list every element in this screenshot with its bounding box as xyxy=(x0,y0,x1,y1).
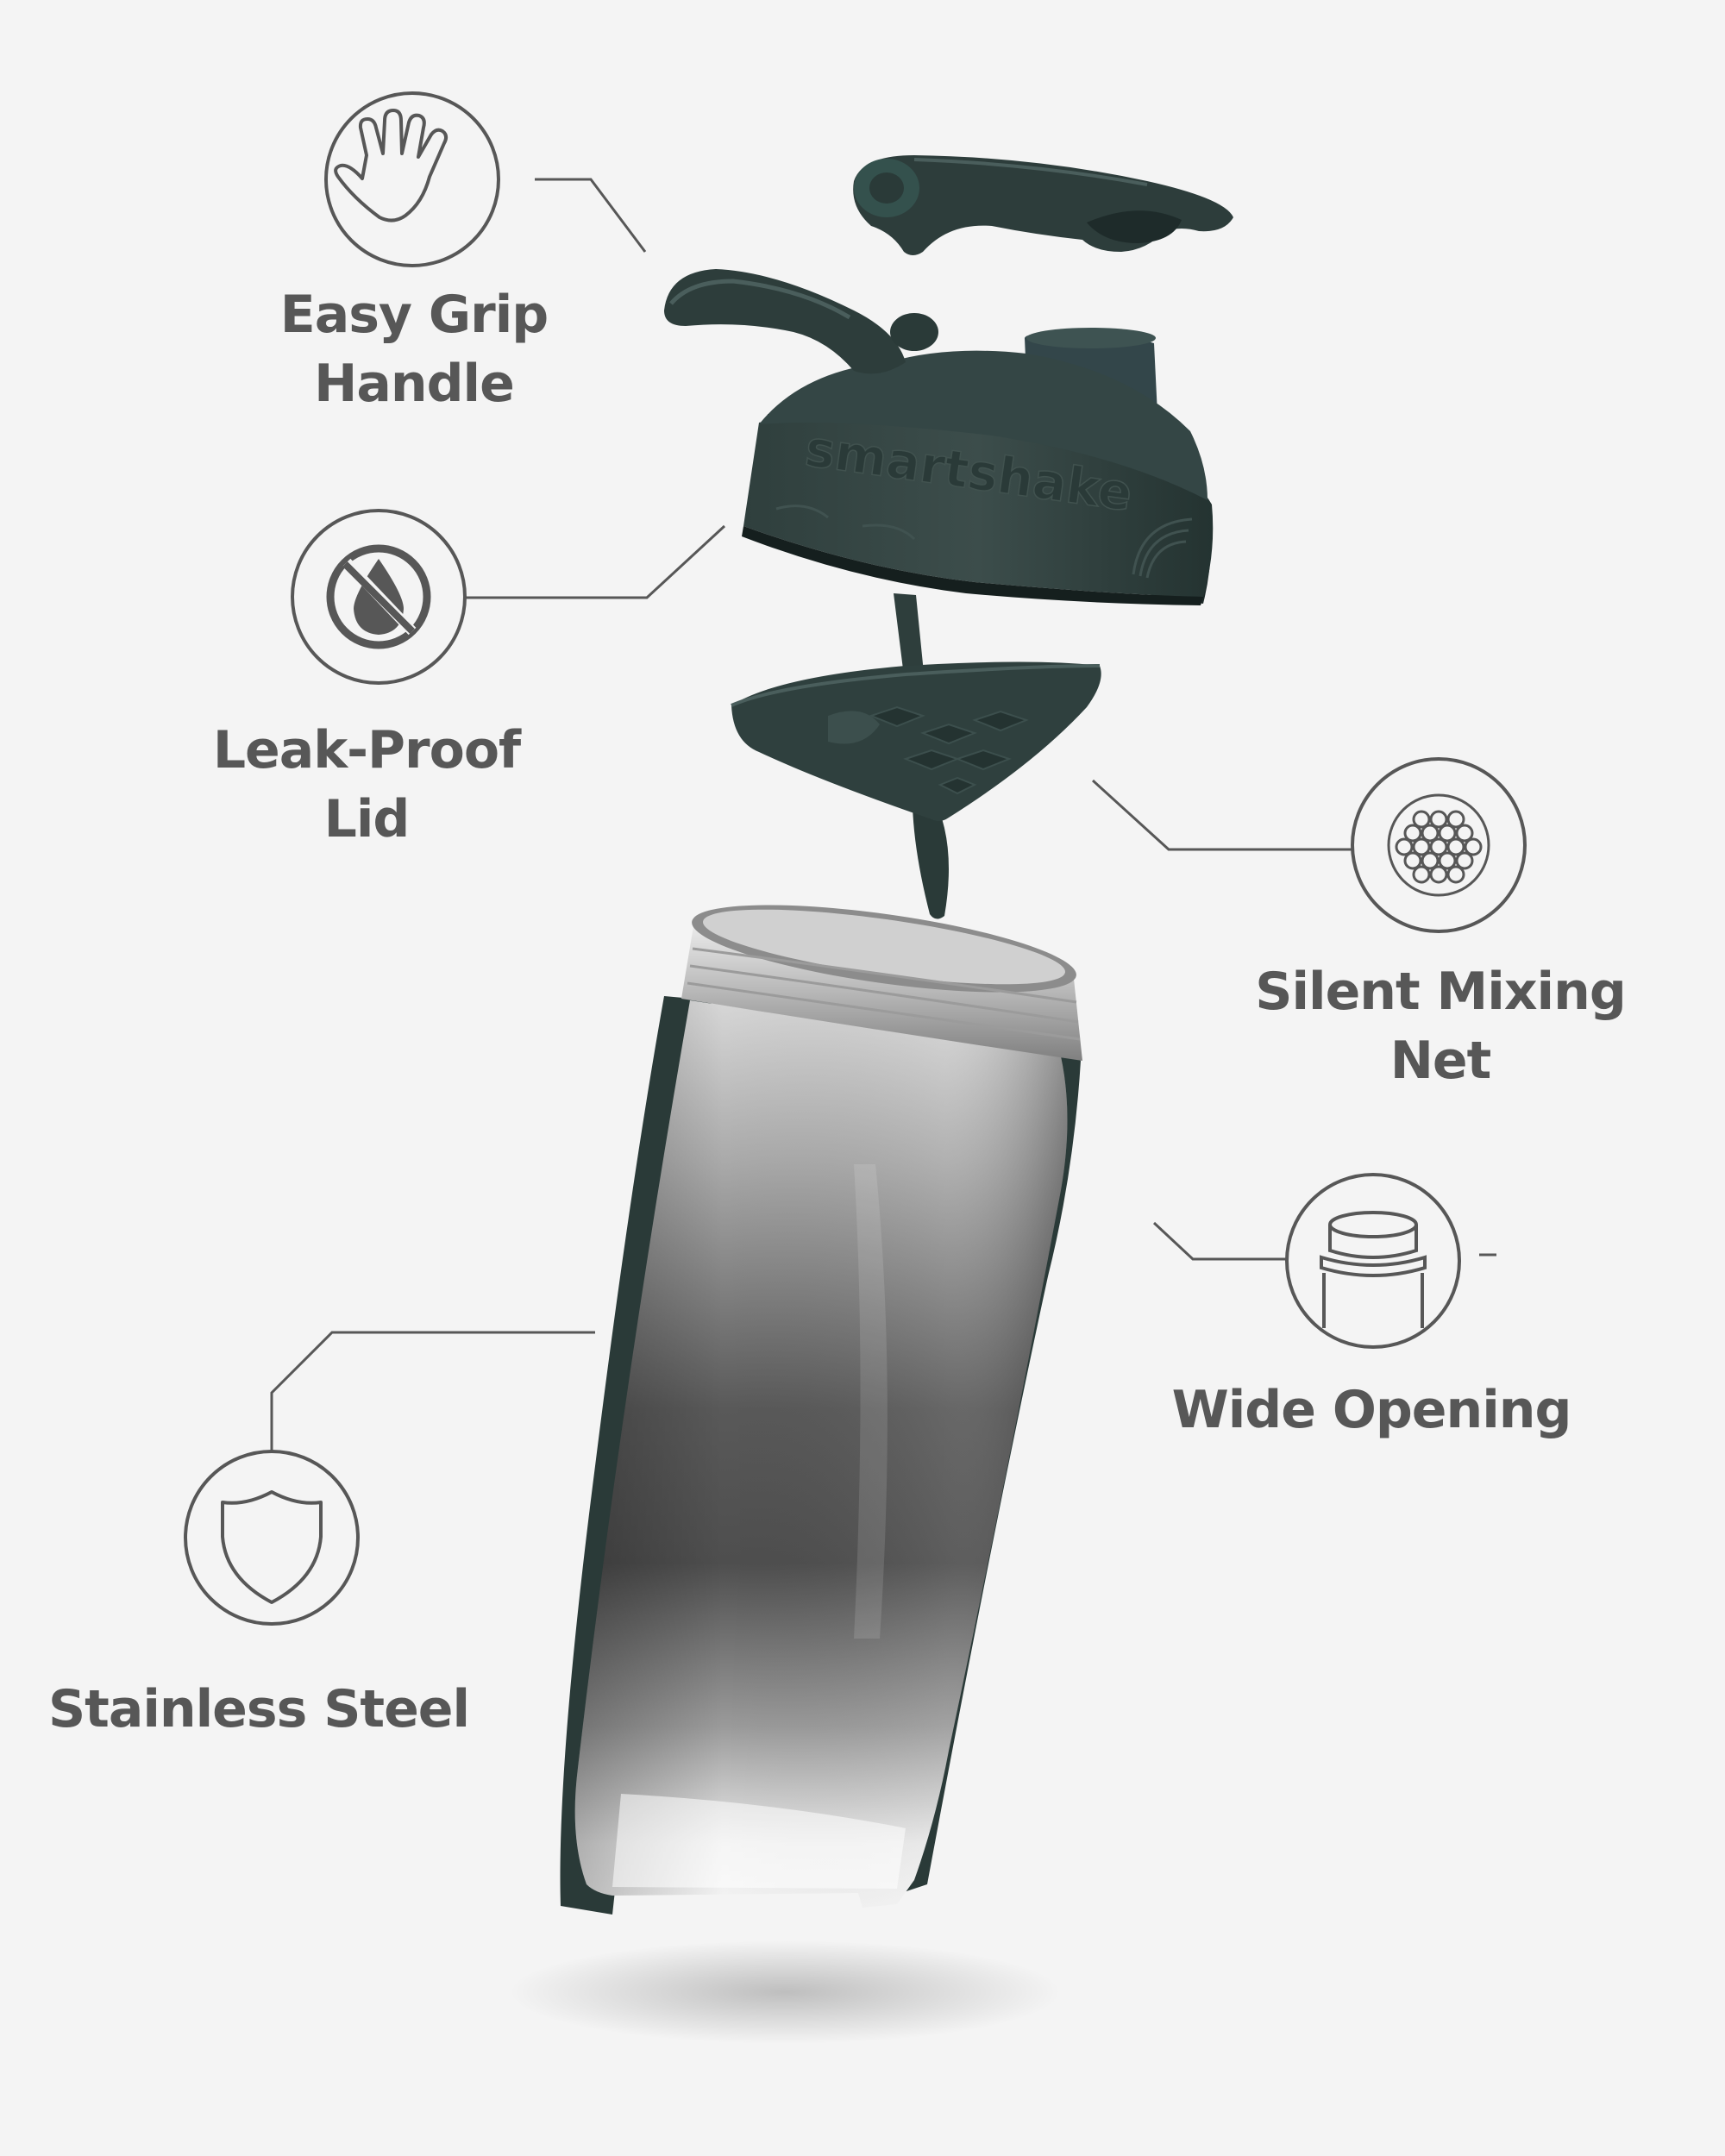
connector-handle xyxy=(535,178,647,253)
label-easy-grip-handle: Easy Grip Handle xyxy=(242,280,586,418)
label-stainless-steel: Stainless Steel xyxy=(17,1675,500,1744)
shaker-lid: smartshake xyxy=(664,269,1214,605)
label-line: Leak-Proof xyxy=(212,720,521,780)
label-leak-proof-lid: Leak-Proof Lid xyxy=(194,716,539,854)
connector-steel xyxy=(270,1331,595,1451)
label-line: Handle xyxy=(314,354,515,414)
label-silent-mixing-net: Silent Mixing Net xyxy=(1233,957,1647,1095)
mixing-net xyxy=(731,593,1101,919)
jar-opening-icon xyxy=(1285,1173,1461,1349)
label-line: Wide Opening xyxy=(1171,1380,1572,1440)
label-line: Easy Grip xyxy=(279,285,549,345)
connector-wide-opening xyxy=(1152,1221,1288,1261)
hand-icon xyxy=(324,91,500,267)
no-drop-icon xyxy=(291,509,467,685)
stainless-cup xyxy=(560,905,1082,1915)
label-line: Lid xyxy=(323,789,411,849)
connector-mixing-net xyxy=(1091,779,1352,851)
flip-cap xyxy=(853,155,1233,255)
label-wide-opening: Wide Opening xyxy=(1147,1376,1596,1445)
mesh-icon xyxy=(1351,757,1527,933)
label-line: Silent Mixing xyxy=(1255,962,1627,1022)
connector-lid xyxy=(466,524,726,599)
ground-shadow xyxy=(509,1940,1061,2044)
label-line: Stainless Steel xyxy=(47,1679,470,1739)
shield-icon xyxy=(184,1450,360,1626)
label-line: Net xyxy=(1389,1031,1492,1091)
connector-lines xyxy=(270,178,1496,1451)
